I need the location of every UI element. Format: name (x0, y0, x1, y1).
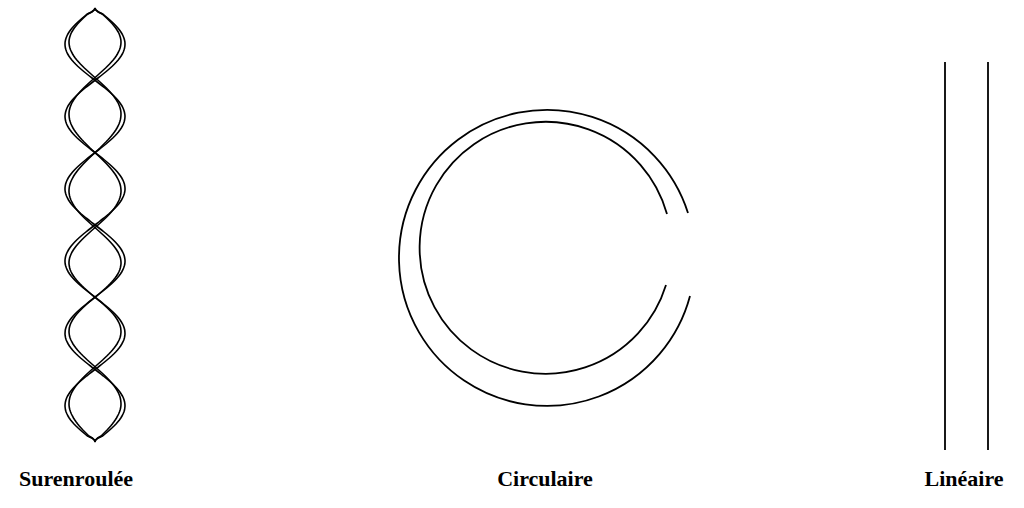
form-label: Surenroulée (19, 466, 133, 492)
supercoiled-dna (65, 8, 125, 442)
dna-strand (65, 8, 125, 442)
dna-strand (69, 8, 121, 442)
dna-strand (69, 8, 121, 442)
form-label: Circulaire (497, 466, 593, 492)
linear-dna (945, 62, 988, 450)
form-label: Linéaire (924, 466, 1003, 492)
circular-dna (399, 110, 690, 406)
dna-strand (65, 8, 125, 442)
